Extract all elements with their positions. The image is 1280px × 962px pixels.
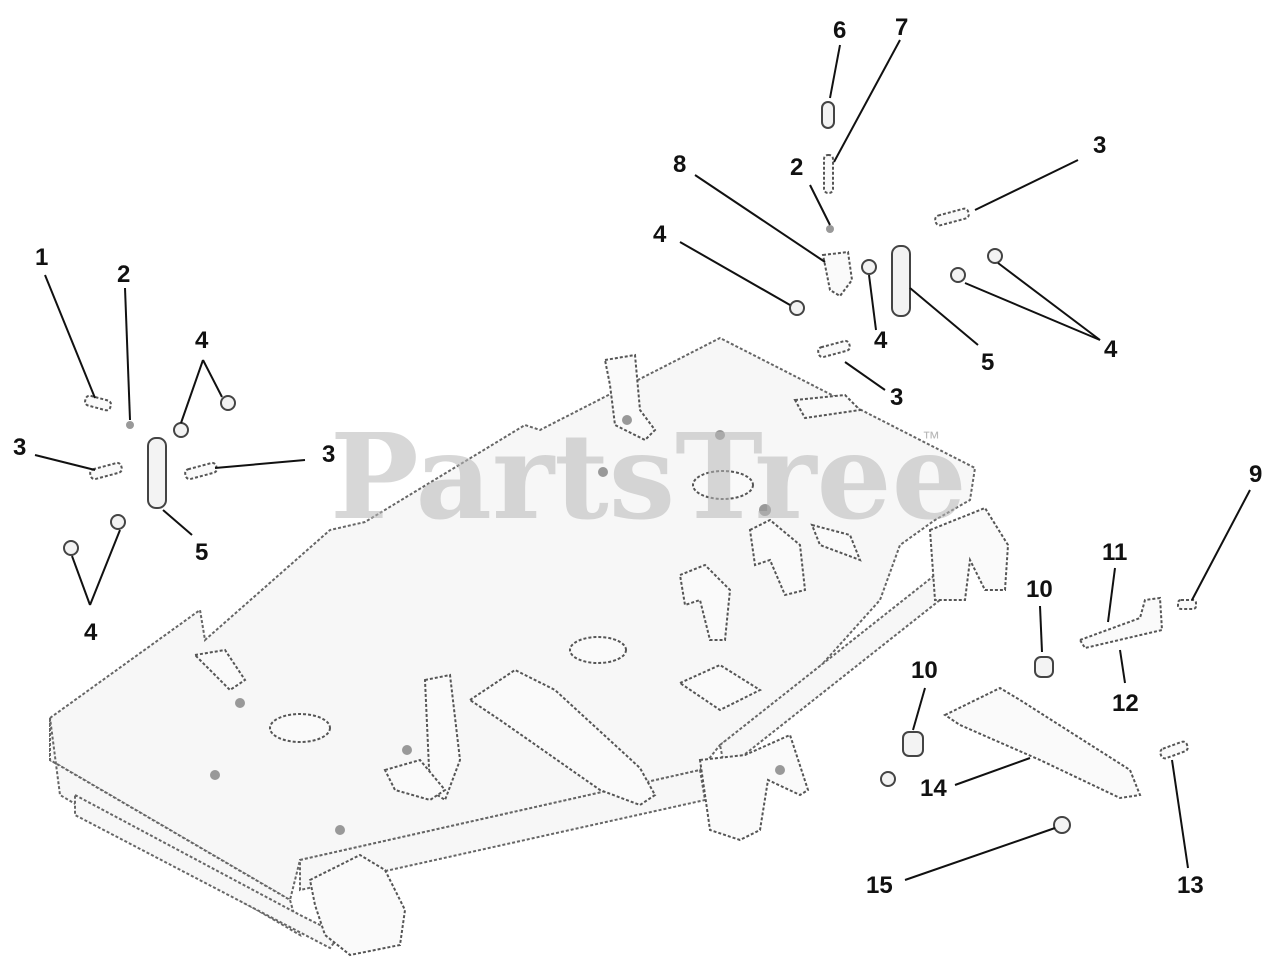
callout-15: 15 <box>866 872 893 899</box>
callout-14: 14 <box>920 775 947 802</box>
callout-10: 10 <box>911 657 938 684</box>
callout-4: 4 <box>195 327 209 354</box>
callout-3: 3 <box>890 384 903 411</box>
callout-2: 2 <box>117 261 130 288</box>
trademark-symbol: ™ <box>922 428 940 448</box>
callout-4: 4 <box>1104 336 1118 363</box>
callout-3: 3 <box>1093 132 1106 159</box>
callout-3: 3 <box>13 434 26 461</box>
callout-4: 4 <box>874 327 888 354</box>
left-hardware <box>63 394 236 556</box>
callout-10: 10 <box>1026 576 1053 603</box>
callout-4: 4 <box>84 619 98 646</box>
callout-6: 6 <box>833 17 846 44</box>
callout-12: 12 <box>1112 690 1139 717</box>
top-hardware <box>789 101 1003 359</box>
callout-9: 9 <box>1249 461 1262 488</box>
callout-7: 7 <box>895 14 908 41</box>
callout-4: 4 <box>653 221 667 248</box>
callouts: 1 2 3 3 4 4 5 6 7 8 2 4 4 5 3 4 3 9 11 1… <box>13 14 1262 899</box>
callout-5: 5 <box>981 349 994 376</box>
callout-8: 8 <box>673 151 686 178</box>
leader-lines <box>34 39 1251 881</box>
watermark-text: PartsTree <box>330 407 967 546</box>
callout-3: 3 <box>322 441 335 468</box>
watermark: PartsTree ™ <box>330 407 967 546</box>
callout-5: 5 <box>195 539 208 566</box>
callout-11: 11 <box>1102 539 1127 566</box>
right-parts <box>880 596 1197 834</box>
callout-13: 13 <box>1177 872 1204 899</box>
callout-1: 1 <box>35 244 48 271</box>
callout-2: 2 <box>790 154 803 181</box>
mower-deck <box>49 336 1010 957</box>
